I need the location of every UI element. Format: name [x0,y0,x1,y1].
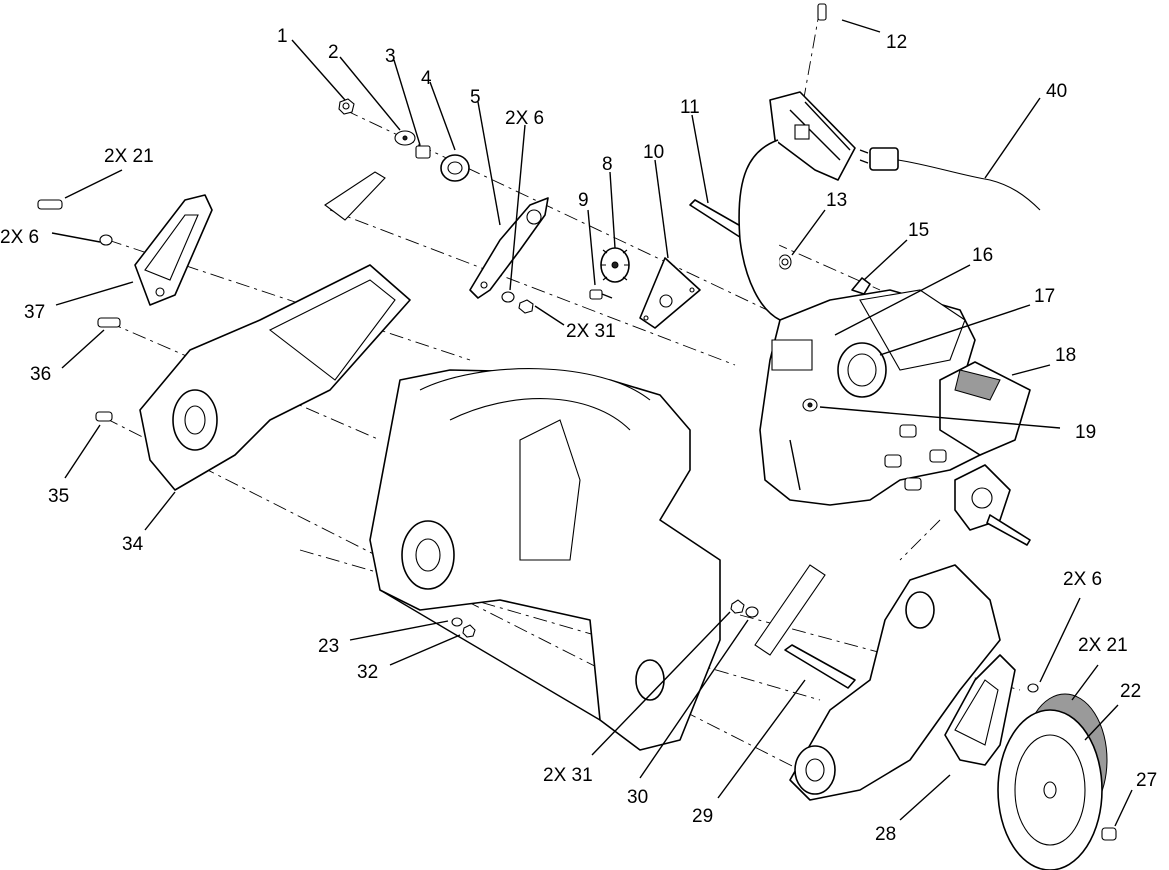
nut-1 [338,98,355,115]
callout-34: 34 [122,534,144,555]
callout-2x31-bottom: 2X 31 [543,765,593,786]
callout-18: 18 [1055,345,1076,366]
auger-housing [369,368,721,751]
callout-17: 17 [1034,286,1055,307]
washer-6-nut-31-top [501,291,534,314]
washer-30-nut-31 [730,599,759,618]
callout-40: 40 [1046,81,1067,102]
callout-37: 37 [24,302,45,323]
screw-19 [802,398,818,412]
callout-15: 15 [908,220,929,241]
callout-22: 22 [1120,681,1141,702]
callout-30: 30 [627,787,648,808]
capacitor-18 [939,361,1031,456]
bracket-plate-lower [754,564,826,656]
callout-13: 13 [826,190,847,211]
callout-3: 3 [385,46,396,67]
motor-shaft-plate [954,464,1031,546]
callout-labels: 1 2 3 4 5 2X 6 8 9 10 11 12 40 2X 21 2X … [0,26,1157,845]
bracket-28 [944,654,1016,766]
bracket-plate-upper [324,171,386,221]
chute-bracket-5 [469,197,549,299]
callout-36: 36 [30,364,51,385]
switch-box [738,91,856,321]
gear-8 [600,247,630,283]
callout-2x21-right: 2X 21 [1078,635,1128,656]
shaft-29 [784,644,856,689]
callout-28: 28 [875,824,896,845]
callout-10: 10 [643,142,664,163]
callout-4: 4 [421,68,432,89]
callout-2x6-top: 2X 6 [505,108,544,129]
callout-35: 35 [48,486,69,507]
bolt-35 [95,411,113,422]
motor-studs [884,424,947,491]
callout-2x31-top: 2X 31 [566,321,616,342]
callout-19: 19 [1075,422,1096,443]
bolt-21-left [37,199,113,246]
leader-lines [51,19,1133,827]
clip-15 [851,277,871,295]
callout-29: 29 [692,806,713,827]
callout-11: 11 [680,97,700,118]
washer-2 [394,130,416,146]
cap-27 [1101,827,1117,841]
callout-32: 32 [357,662,378,683]
screw-12 [817,3,827,21]
side-plate-right [789,564,1001,801]
callout-2x21-left: 2X 21 [104,146,154,167]
wheel-22 [997,693,1108,870]
callout-9: 9 [578,190,589,211]
callout-2x6-right: 2X 6 [1063,569,1102,590]
bolt-9 [589,289,613,300]
callout-27: 27 [1136,770,1157,791]
plate-10 [639,257,701,329]
spring-13 [778,254,792,270]
callout-8: 8 [602,154,613,175]
callout-2: 2 [328,42,339,63]
bolt-36 [97,317,121,328]
power-cord-40 [859,147,1041,211]
side-bracket-37 [134,194,213,306]
callout-12: 12 [886,32,907,53]
bushing-4 [440,154,470,182]
callout-2x6-left: 2X 6 [0,227,39,248]
side-plate-34 [139,264,411,491]
callout-23: 23 [318,636,339,657]
washer-23-nut-32 [451,617,476,638]
callout-16: 16 [972,245,993,266]
callout-1: 1 [277,26,288,47]
callout-5: 5 [470,87,481,108]
spacer-3 [415,145,431,159]
